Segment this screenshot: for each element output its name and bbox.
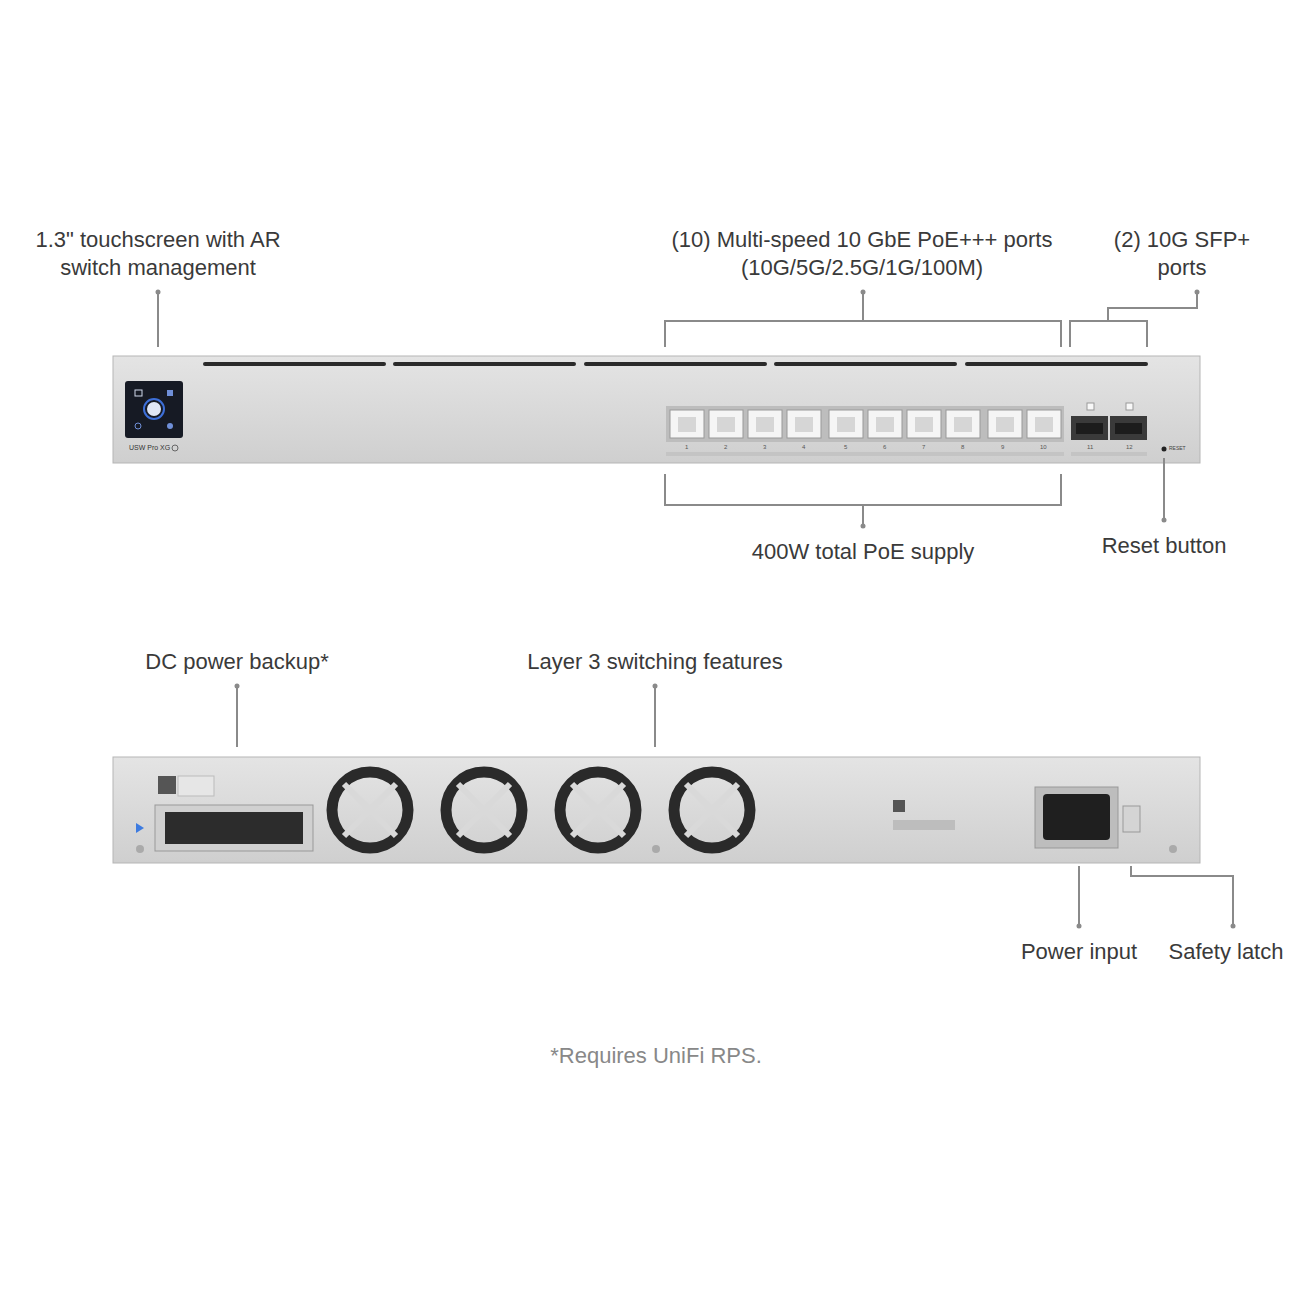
callout-label: 1.3" touchscreen with AR switch manageme… <box>8 226 308 282</box>
port-number: 2 <box>724 444 727 450</box>
rj45-ports <box>670 410 1061 438</box>
callout-label: 400W total PoE supply <box>703 538 1023 566</box>
port-number: 1 <box>685 444 688 450</box>
leader-lines <box>158 293 1233 925</box>
rps-connector <box>155 805 313 851</box>
port-number: 6 <box>883 444 886 450</box>
device-model: USW Pro XG <box>129 444 170 451</box>
port-number: 5 <box>844 444 847 450</box>
port-number: 9 <box>1001 444 1004 450</box>
callout-label: Layer 3 switching features <box>485 648 825 676</box>
footnote: *Requires UniFi RPS. <box>496 1042 816 1070</box>
port-block <box>666 406 1064 442</box>
port-number: 7 <box>922 444 925 450</box>
port-number: 8 <box>961 444 964 450</box>
power-inlet <box>1035 787 1118 848</box>
port-number: 10 <box>1040 444 1047 450</box>
reset-text: RESET <box>1169 446 1186 451</box>
reset-hole <box>1162 447 1167 452</box>
callout-label: (10) Multi-speed 10 GbE PoE+++ ports (10… <box>642 226 1082 282</box>
touchscreen <box>125 381 183 438</box>
leader-dots <box>156 290 1236 929</box>
back-panel <box>113 757 1200 863</box>
port-number: 4 <box>802 444 805 450</box>
fan-guards <box>344 784 738 836</box>
callout-label: Power input <box>999 938 1159 966</box>
callout-label: DC power backup* <box>97 648 377 676</box>
callout-label: (2) 10G SFP+ ports <box>1097 226 1267 282</box>
callout-label: Safety latch <box>1156 938 1296 966</box>
sfp-ports <box>1071 403 1147 456</box>
vent-slots <box>203 362 1148 366</box>
safety-latch <box>1123 806 1140 832</box>
port-number: 3 <box>763 444 766 450</box>
fans <box>332 772 750 848</box>
front-panel <box>113 356 1200 463</box>
port-number: 11 <box>1087 444 1093 450</box>
callout-label: Reset button <box>1064 532 1264 560</box>
port-number: 12 <box>1126 444 1133 450</box>
